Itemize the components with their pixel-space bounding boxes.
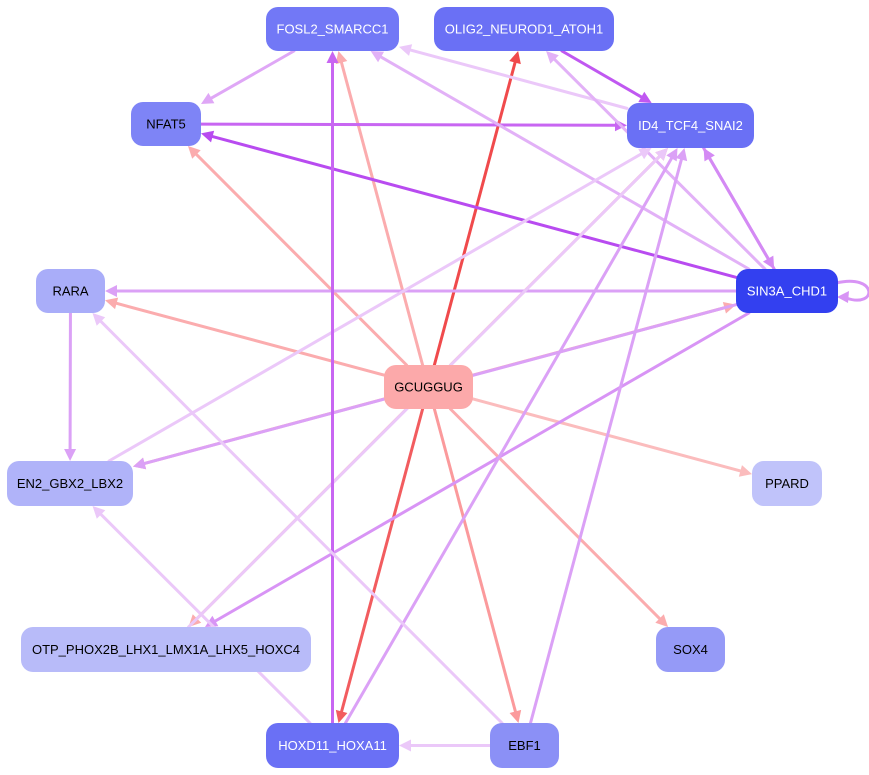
edge-gcuggug-to-ppard — [471, 397, 752, 477]
edge-sin3a-to-sin3a — [834, 279, 869, 303]
edge-gcuggug-to-sox4 — [448, 407, 669, 627]
node-id4[interactable]: ID4_TCF4_SNAI2 — [627, 103, 754, 148]
node-id4-box — [627, 103, 754, 148]
node-sin3a-label: SIN3A_CHD1 — [747, 284, 827, 299]
edge-ebf1-to-rara — [92, 313, 504, 725]
edge-gcuggug-to-hoxd11 — [335, 407, 425, 723]
node-sox4-label: SOX4 — [673, 642, 708, 657]
edge-ebf1-to-id4 — [529, 148, 688, 725]
edge-en2-to-id4 — [107, 148, 652, 463]
node-rara-box — [36, 269, 105, 313]
node-nfat5[interactable]: NFAT5 — [131, 102, 201, 146]
node-sox4[interactable]: SOX4 — [656, 627, 725, 672]
node-en2-box — [7, 461, 133, 506]
node-sox4-box — [656, 627, 725, 672]
node-sin3a-box — [736, 269, 838, 313]
node-ppard-box — [752, 461, 822, 506]
edge-sin3a-to-nfat5 — [201, 130, 738, 279]
edge-id4-to-sin3a — [702, 146, 775, 269]
node-otp-box — [21, 627, 311, 672]
edge-gcuggug-to-rara — [105, 297, 386, 377]
node-en2[interactable]: EN2_GBX2_LBX2 — [7, 461, 133, 506]
node-ebf1-label: EBF1 — [508, 738, 541, 753]
edge-id4-to-fosl2 — [399, 44, 629, 110]
node-gcuggug-label: GCUGGUG — [394, 380, 463, 395]
node-ppard[interactable]: PPARD — [752, 461, 822, 506]
edge-fosl2-to-nfat5 — [201, 49, 296, 105]
edge-gcuggug-to-fosl2 — [335, 51, 425, 367]
node-layer: FOSL2_SMARCC1 OLIG2_NEUROD1_ATOH1 NFAT5 … — [7, 7, 838, 768]
node-fosl2[interactable]: FOSL2_SMARCC1 — [266, 7, 399, 51]
edge-hoxd11-to-en2 — [92, 506, 312, 725]
node-rara-label: RARA — [52, 284, 88, 299]
node-otp-label: OTP_PHOX2B_LHX1_LMX1A_LHX5_HOXC4 — [32, 642, 300, 657]
node-hoxd11-label: HOXD11_HOXA11 — [278, 738, 387, 753]
node-olig2[interactable]: OLIG2_NEUROD1_ATOH1 — [434, 7, 614, 51]
edge-gcuggug-to-ebf1 — [432, 407, 522, 723]
edge-ebf1-to-hoxd11 — [399, 739, 492, 752]
edge-gcuggug-to-olig2 — [432, 51, 521, 367]
edge-hoxd11-to-fosl2 — [326, 51, 339, 725]
node-ebf1[interactable]: EBF1 — [490, 723, 559, 768]
node-hoxd11-box — [266, 723, 399, 768]
edge-sin3a-to-rara — [105, 285, 738, 297]
edge-layer — [64, 44, 869, 752]
node-ebf1-box — [490, 723, 559, 768]
node-fosl2-label: FOSL2_SMARCC1 — [277, 22, 389, 37]
node-nfat5-box — [131, 102, 201, 146]
node-nfat5-label: NFAT5 — [146, 117, 186, 132]
edge-sin3a-to-olig2 — [546, 51, 767, 271]
node-fosl2-box — [266, 7, 399, 51]
node-otp[interactable]: OTP_PHOX2B_LHX1_LMX1A_LHX5_HOXC4 — [21, 627, 311, 672]
edge-sin3a-to-otp — [204, 311, 751, 627]
edge-olig2-to-id4 — [560, 49, 652, 103]
edge-hoxd11-to-id4 — [343, 148, 678, 725]
node-rara[interactable]: RARA — [36, 269, 105, 313]
edge-sin3a-to-fosl2 — [370, 51, 751, 271]
node-ppard-label: PPARD — [765, 476, 809, 491]
node-olig2-box — [434, 7, 614, 51]
node-sin3a[interactable]: SIN3A_CHD1 — [736, 269, 838, 313]
edge-rara-to-en2 — [64, 311, 77, 461]
node-gcuggug[interactable]: GCUGGUG — [384, 365, 473, 409]
node-hoxd11[interactable]: HOXD11_HOXA11 — [266, 723, 399, 768]
node-gcuggug-box — [384, 365, 473, 409]
node-en2-label: EN2_GBX2_LBX2 — [17, 476, 123, 491]
node-id4-label: ID4_TCF4_SNAI2 — [638, 118, 743, 133]
node-olig2-label: OLIG2_NEUROD1_ATOH1 — [445, 22, 603, 37]
edge-gcuggug-to-nfat5 — [187, 146, 409, 367]
edge-nfat5-to-id4 — [199, 119, 627, 132]
